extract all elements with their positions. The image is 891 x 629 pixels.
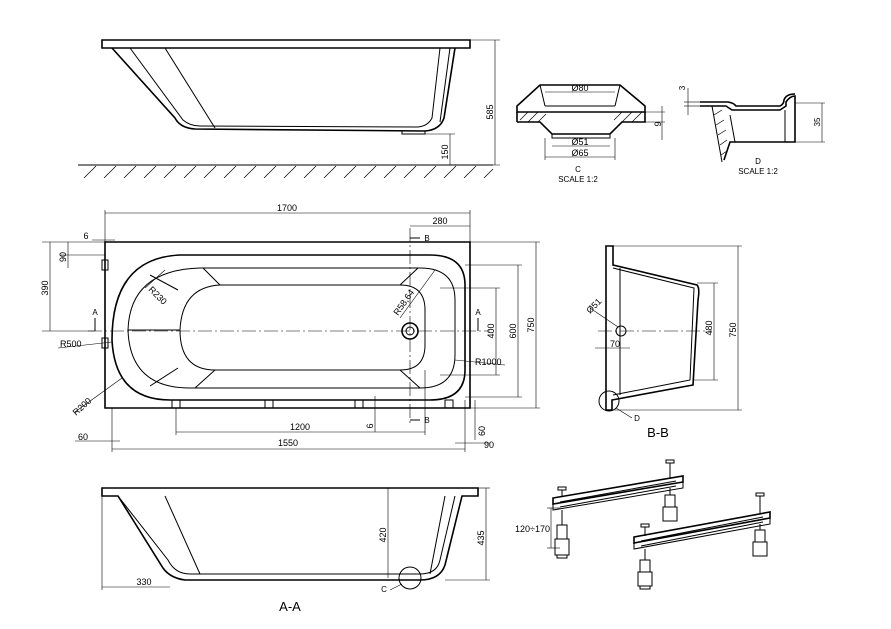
dim-total-height: 585 xyxy=(485,104,495,119)
dim-r200: R200 xyxy=(71,396,94,418)
dim-750-bb: 750 xyxy=(728,322,738,337)
dim-390: 390 xyxy=(40,280,50,295)
detail-c-marker: C xyxy=(381,585,387,594)
dim-1200: 1200 xyxy=(290,422,310,432)
dim-d3: 3 xyxy=(678,85,687,90)
dim-750: 750 xyxy=(526,317,536,332)
dim-280: 280 xyxy=(432,216,447,226)
section-bb-title: B-B xyxy=(647,425,669,440)
dim-90-left: 90 xyxy=(58,252,68,262)
dim-6-bottom: 6 xyxy=(365,423,375,428)
dim-330: 330 xyxy=(136,577,151,587)
dim-d51-bb: Ø51 xyxy=(584,296,603,315)
side-view: 585 150 xyxy=(78,39,500,179)
section-b-top: B xyxy=(424,234,429,243)
detail-c-title: C xyxy=(575,165,581,174)
dim-70: 70 xyxy=(610,339,620,349)
dim-length: 1700 xyxy=(277,203,297,213)
dim-r1000: R1000 xyxy=(475,357,502,367)
dim-400: 400 xyxy=(486,323,496,338)
detail-c: Ø80 Ø51 Ø65 9 C SCALE 1:2 xyxy=(516,83,665,184)
section-a-a: 330 420 435 C A-A xyxy=(101,487,490,614)
support-frame: 120÷170 xyxy=(515,459,771,590)
dim-h9: 9 xyxy=(653,121,663,126)
detail-d-marker: D xyxy=(634,414,640,423)
dim-r500: R500 xyxy=(60,339,82,349)
section-b-bottom: B xyxy=(424,416,429,425)
dim-d51: Ø51 xyxy=(571,137,588,147)
section-a-left: A xyxy=(92,308,98,317)
dim-6-top: 6 xyxy=(83,231,88,241)
dim-d65: Ø65 xyxy=(571,148,588,158)
dim-60-right: 60 xyxy=(477,426,487,436)
detail-d-scale: SCALE 1:2 xyxy=(738,167,778,176)
detail-d: 3 35 D SCALE 1:2 xyxy=(678,85,825,176)
dim-60-left: 60 xyxy=(78,432,88,442)
dim-r230: R230 xyxy=(147,284,169,306)
dim-480: 480 xyxy=(704,320,714,335)
dim-d35: 35 xyxy=(813,117,822,126)
dim-leg-range: 120÷170 xyxy=(515,524,550,534)
detail-c-scale: SCALE 1:2 xyxy=(558,175,598,184)
detail-d-title: D xyxy=(755,157,761,166)
dim-d80: Ø80 xyxy=(571,83,588,93)
plan-view: A A B B 1700 280 6 90 390 R230 R58,64 R5… xyxy=(40,203,540,452)
section-a-right: A xyxy=(475,308,481,317)
section-aa-title: A-A xyxy=(279,599,301,614)
section-b-b: D Ø51 70 480 750 B-B xyxy=(584,245,742,440)
dim-420: 420 xyxy=(378,527,388,542)
dim-leg-height: 150 xyxy=(440,144,450,159)
dim-1550: 1550 xyxy=(278,438,298,448)
dim-600: 600 xyxy=(508,323,518,338)
dim-435: 435 xyxy=(476,530,486,545)
dim-90-right: 90 xyxy=(484,440,494,450)
